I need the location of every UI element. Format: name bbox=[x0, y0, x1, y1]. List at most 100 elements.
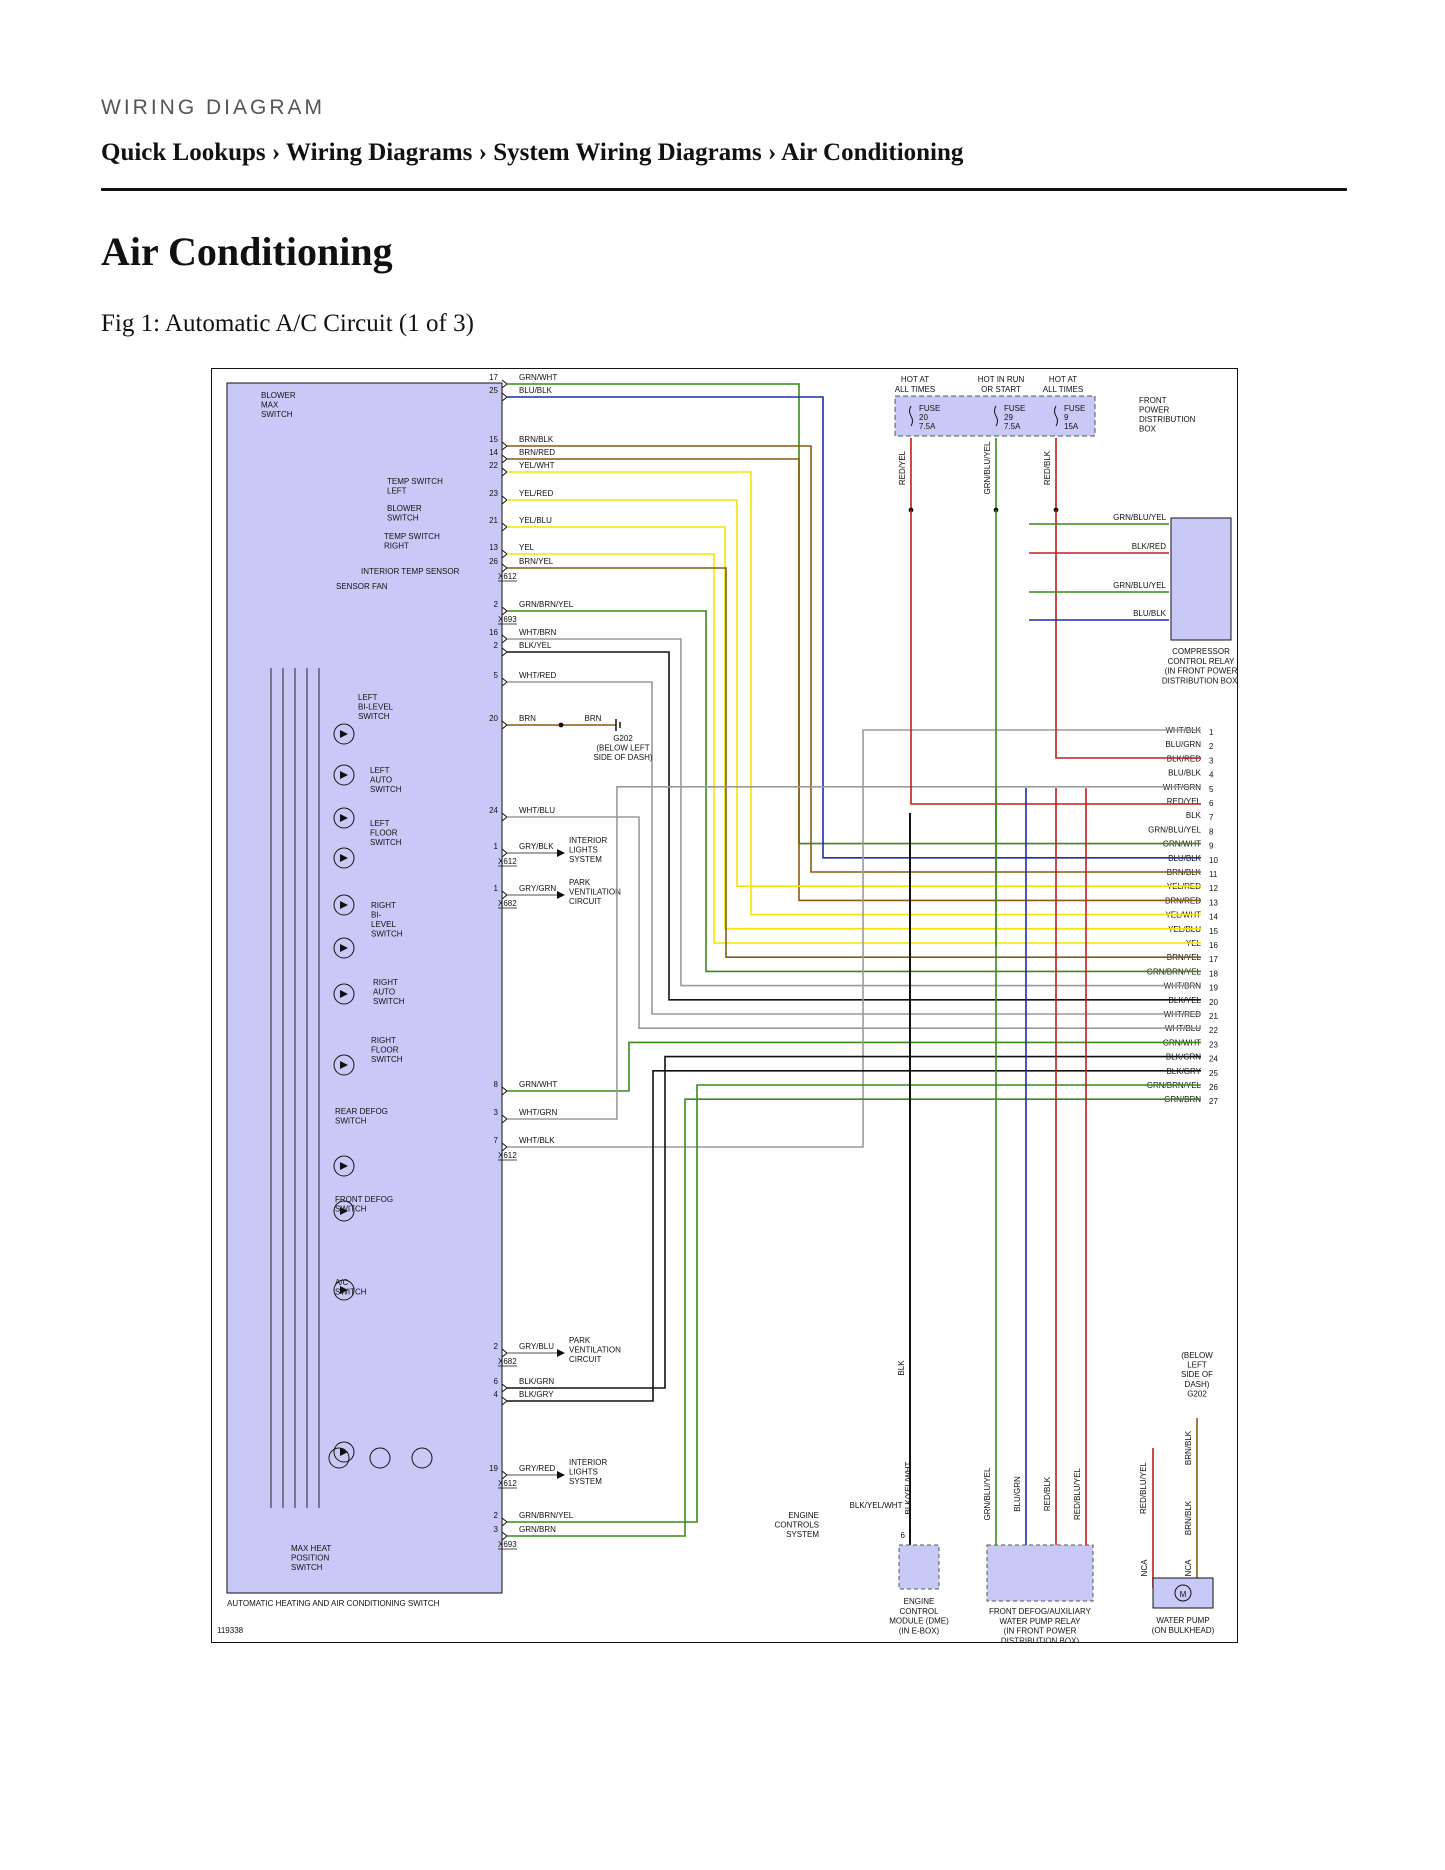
destination-label: CIRCUIT bbox=[569, 897, 602, 906]
connector-pin-number: 15 bbox=[1209, 927, 1218, 936]
switch-label: LEFT bbox=[370, 819, 390, 828]
module-pin-number: 20 bbox=[489, 714, 498, 723]
harness-wire bbox=[507, 610, 1201, 973]
led-diode bbox=[340, 1448, 348, 1456]
relay-wire-label: GRN/BLU/YEL bbox=[983, 1467, 992, 1520]
connector-id: X612 bbox=[498, 572, 517, 581]
switch-label: AUTO bbox=[373, 988, 395, 997]
module-pin-number: 2 bbox=[494, 600, 499, 609]
relay-wire-label: GRN/BLU/YEL bbox=[1113, 581, 1166, 590]
led-diode bbox=[340, 1286, 348, 1294]
module-wire-label: BLK/GRY bbox=[519, 1390, 554, 1399]
harness-wire bbox=[507, 458, 1201, 902]
module-wire-label: BLK/GRN bbox=[519, 1377, 554, 1386]
module-wire-label: YEL/BLU bbox=[519, 516, 552, 525]
led-diode bbox=[340, 1162, 348, 1170]
wiring-diagram-svg: AUTOMATIC HEATING AND AIR CONDITIONING S… bbox=[211, 368, 1238, 1643]
module-pin-number: 23 bbox=[489, 489, 498, 498]
connector-id: X693 bbox=[498, 1540, 517, 1549]
connector-id: X682 bbox=[498, 1357, 517, 1366]
harness-wire bbox=[507, 1041, 1201, 1092]
defog-relay-label: DISTRIBUTION BOX) bbox=[1001, 1636, 1080, 1643]
power-box-label: POWER bbox=[1139, 406, 1169, 415]
module-pin-number: 3 bbox=[494, 1525, 499, 1534]
led-diode bbox=[340, 990, 348, 998]
module-pin-number: 7 bbox=[494, 1136, 499, 1145]
header-divider bbox=[101, 188, 1347, 191]
module-wire-label: BLK/YEL bbox=[519, 641, 552, 650]
module-pin-number: 17 bbox=[489, 373, 498, 382]
ground-label: SIDE OF bbox=[1181, 1370, 1213, 1379]
connector-pin-number: 23 bbox=[1209, 1040, 1218, 1049]
compressor-control-relay bbox=[1170, 517, 1232, 641]
switch-label: SWITCH bbox=[370, 838, 402, 847]
harness-wire bbox=[507, 816, 1201, 1030]
switch-label: A/C bbox=[335, 1278, 349, 1287]
connector-pin-number: 8 bbox=[1209, 827, 1214, 836]
switch-label: POSITION bbox=[291, 1554, 329, 1563]
connector-id: X693 bbox=[498, 615, 517, 624]
connector-pin-number: 3 bbox=[1209, 756, 1214, 765]
harness-wire bbox=[507, 445, 1201, 873]
harness-wire bbox=[507, 785, 1201, 1120]
engine-controls-label: CONTROLS bbox=[775, 1521, 819, 1530]
figure-caption: Fig 1: Automatic A/C Circuit (1 of 3) bbox=[101, 310, 474, 337]
module-pin-number: 22 bbox=[489, 461, 498, 470]
connector-pin-number: 10 bbox=[1209, 856, 1218, 865]
led-indicator bbox=[369, 1447, 391, 1469]
relay-wire-label: BLK/RED bbox=[1132, 542, 1166, 551]
connector-pin-number: 12 bbox=[1209, 884, 1218, 893]
figure-id: 119338 bbox=[217, 1626, 244, 1635]
module-wire-label: GRY/BLK bbox=[519, 842, 554, 851]
harness-wire bbox=[507, 638, 1201, 987]
module-pin-number: 1 bbox=[494, 842, 499, 851]
power-distribution-box bbox=[894, 395, 1096, 437]
destination-label: INTERIOR bbox=[569, 1458, 607, 1467]
led-indicator bbox=[333, 937, 355, 959]
led-indicator bbox=[333, 983, 355, 1005]
ground-label: DASH) bbox=[1185, 1380, 1210, 1389]
fuse-label: FUSE bbox=[1004, 404, 1025, 413]
hvac-control-module bbox=[226, 382, 503, 1594]
module-wire-label: YEL bbox=[519, 543, 535, 552]
switch-label: FLOOR bbox=[371, 1046, 399, 1055]
connector-pin-number: 18 bbox=[1209, 969, 1218, 978]
led-indicator bbox=[333, 1441, 355, 1463]
hot-label: HOT AT bbox=[1049, 375, 1077, 384]
hot-label: OR START bbox=[981, 385, 1021, 394]
dme-label: (IN E-BOX) bbox=[899, 1626, 940, 1635]
destination-label: LIGHTS bbox=[569, 1468, 598, 1477]
defog-relay-label: WATER PUMP RELAY bbox=[999, 1617, 1081, 1626]
connector-pin-number: 20 bbox=[1209, 998, 1218, 1007]
hot-label: HOT IN RUN bbox=[978, 375, 1025, 384]
module-wire-label: YEL/RED bbox=[519, 489, 553, 498]
harness-wire bbox=[507, 499, 1201, 888]
connector-wire-label: RED/YEL bbox=[1167, 797, 1202, 806]
relay-label: COMPRESSOR bbox=[1172, 647, 1230, 656]
harness-wire bbox=[507, 526, 1201, 930]
module-pin-number: 25 bbox=[489, 386, 498, 395]
led-diode bbox=[340, 730, 348, 738]
switch-label: SWITCH bbox=[335, 1205, 367, 1214]
module-wire-label: WHT/GRN bbox=[519, 1108, 557, 1117]
led-diode bbox=[340, 854, 348, 862]
fuse-label: 7.5A bbox=[1004, 422, 1021, 431]
module-wire-label: BRN/BLK bbox=[519, 435, 554, 444]
connector-pin-number: 25 bbox=[1209, 1069, 1218, 1078]
defog-relay-label: FRONT DEFOG/AUXILIARY bbox=[989, 1607, 1092, 1616]
connector-pin-number: 24 bbox=[1209, 1055, 1218, 1064]
harness-wire bbox=[507, 1055, 1201, 1389]
module-wire-label: YEL/WHT bbox=[519, 461, 555, 470]
harness-wire bbox=[507, 567, 1201, 959]
power-box-label: BOX bbox=[1139, 425, 1157, 434]
section-kicker: WIRING DIAGRAM bbox=[101, 96, 325, 119]
connector-pin-number: 19 bbox=[1209, 984, 1218, 993]
nca-label: NCA bbox=[1140, 1559, 1149, 1577]
destination-label: PARK bbox=[569, 1336, 591, 1345]
ground-label: G202 bbox=[613, 734, 633, 743]
breadcrumb[interactable]: Quick Lookups › Wiring Diagrams › System… bbox=[101, 139, 964, 166]
wiring-diagram: AUTOMATIC HEATING AND AIR CONDITIONING S… bbox=[211, 368, 1238, 1643]
harness-wire bbox=[507, 1069, 1201, 1402]
switch-label: SWITCH bbox=[335, 1288, 367, 1297]
connector-pin-number: 1 bbox=[1209, 728, 1214, 737]
